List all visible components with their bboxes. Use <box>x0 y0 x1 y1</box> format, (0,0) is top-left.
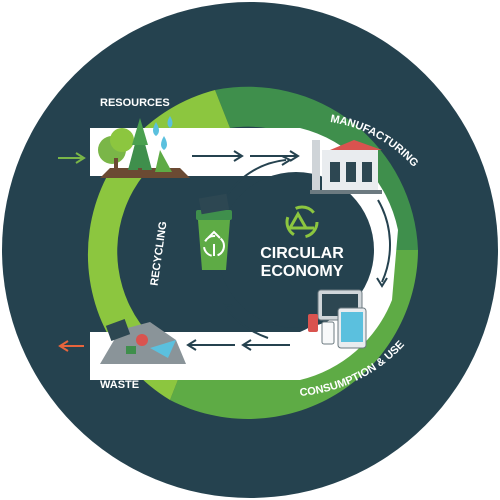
resources-label: RESOURCES <box>100 97 170 109</box>
output-arrow-icon <box>58 340 84 352</box>
trees-icon <box>98 118 190 178</box>
center-title-line1: CIRCULAR <box>260 245 344 262</box>
waste-label: WASTE <box>100 379 139 391</box>
recycle-symbol-icon <box>285 205 319 239</box>
cycle-arrow-top <box>227 159 287 195</box>
recycle-bin-icon <box>196 193 232 270</box>
waste-pile-icon <box>100 319 186 364</box>
water-drops-icon <box>153 116 173 150</box>
cycle-arrow-bottom <box>225 307 269 339</box>
factory-icon <box>310 140 382 194</box>
center-disc <box>218 172 374 328</box>
center-title-line2: ECONOMY <box>261 263 344 280</box>
cycle-arrow-right <box>377 199 391 283</box>
devices-icon <box>308 289 367 349</box>
input-arrow-icon <box>58 152 86 164</box>
consumption-ring-segment <box>170 250 418 419</box>
